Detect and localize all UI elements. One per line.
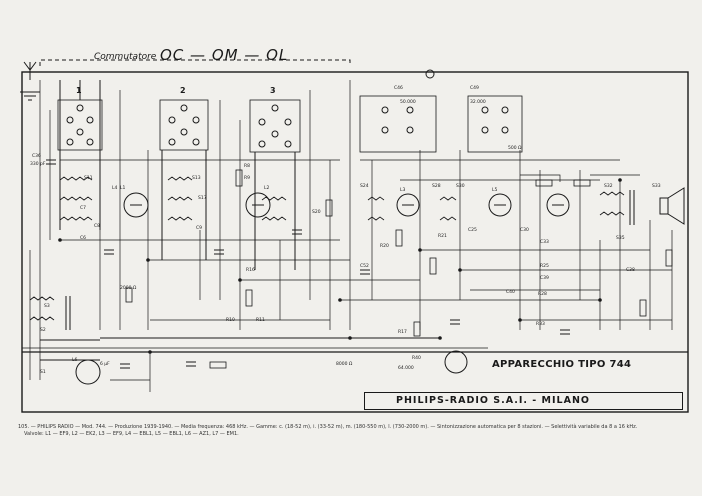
label-s28: S28 xyxy=(432,184,441,189)
tube-l3 xyxy=(396,193,420,217)
label-c33: C33 xyxy=(540,240,549,245)
switch-section-if xyxy=(359,69,523,153)
label-c40: C40 xyxy=(506,290,515,295)
footer-caption-line-2: Valvole: L1 — EF9, L2 — EK2, L3 — EF9, L… xyxy=(24,431,239,437)
label-s32: S32 xyxy=(604,184,613,189)
label-r40: R40 xyxy=(412,356,421,361)
label-r16: R16 xyxy=(246,268,255,273)
label-c36-value: 330 pF xyxy=(30,162,46,167)
tube-l6 xyxy=(75,359,101,385)
junctions xyxy=(58,178,622,354)
switch-number-3: 3 xyxy=(270,86,276,95)
label-c8: C8 xyxy=(94,224,101,229)
label-l1: L1 xyxy=(120,186,126,191)
label-c52: C52 xyxy=(360,264,369,269)
commutator-label: Commutatore xyxy=(94,52,157,62)
label-r21: R21 xyxy=(438,234,447,239)
label-s1: S1 xyxy=(40,370,46,375)
label-s11: S11 xyxy=(84,176,93,181)
value-500: 500 Ω xyxy=(508,146,522,151)
footer-caption-line-1: 105. — PHILIPS RADIO — Mod. 744. — Produ… xyxy=(18,424,638,430)
switch-section-1 xyxy=(57,80,103,230)
value-8000: 8000 Ω xyxy=(336,362,353,367)
antenna-symbol xyxy=(23,61,37,80)
label-r11: R11 xyxy=(256,318,265,323)
label-s3: S3 xyxy=(44,304,50,309)
label-c7: C7 xyxy=(80,206,87,211)
label-r20: R20 xyxy=(380,244,389,249)
switch-number-2: 2 xyxy=(180,86,186,95)
label-c9: C9 xyxy=(196,226,203,231)
label-r28: R28 xyxy=(538,292,547,297)
maker-box xyxy=(364,392,683,410)
label-s17: S17 xyxy=(198,196,207,201)
value-64000: 64.000 xyxy=(398,366,414,371)
switch-section-3 xyxy=(249,99,301,270)
tube-l2 xyxy=(245,192,271,218)
value-2000: 2000 Ω xyxy=(120,286,137,291)
label-s35: S35 xyxy=(616,236,625,241)
tubes xyxy=(75,192,570,385)
capacitors xyxy=(46,159,570,369)
label-s2: S2 xyxy=(40,328,46,333)
label-r17: R17 xyxy=(398,330,407,335)
label-c39: C39 xyxy=(540,276,549,281)
label-s13: S13 xyxy=(192,176,201,181)
tube-l5 xyxy=(546,193,570,217)
label-l6: L6 xyxy=(72,358,78,363)
label-r25: R25 xyxy=(540,264,549,269)
output-transformer xyxy=(629,187,685,225)
apparatus-title: APPARECCHIO TIPO 744 xyxy=(492,359,632,370)
label-c30: C30 xyxy=(520,228,529,233)
label-s30: S30 xyxy=(456,184,465,189)
label-l5: L5 xyxy=(492,188,498,193)
power-transformer xyxy=(29,296,100,361)
switch-number-1: 1 xyxy=(76,86,82,95)
label-l4: L4 xyxy=(112,186,118,191)
label-s24: S24 xyxy=(360,184,369,189)
label-r33: R33 xyxy=(536,322,545,327)
commutator-bracket xyxy=(39,59,351,66)
label-r8: R8 xyxy=(244,164,250,169)
value-50000: 50.000 xyxy=(400,100,416,105)
wiring xyxy=(29,80,673,392)
label-c38: C38 xyxy=(626,268,635,273)
value-6uf: 6 μF xyxy=(100,362,110,367)
label-s20: S20 xyxy=(312,210,321,215)
label-c25: C25 xyxy=(468,228,477,233)
maker-label: PHILIPS-RADIO S.A.I. - MILANO xyxy=(396,395,590,406)
label-c49: C49 xyxy=(470,86,479,91)
schematic-frame xyxy=(21,71,689,413)
tube-l7 xyxy=(444,350,468,374)
resistors xyxy=(125,169,673,369)
label-l3: L3 xyxy=(400,188,406,193)
label-c36: C36 xyxy=(32,154,41,159)
tube-l4b xyxy=(488,193,512,217)
switch-section-2 xyxy=(159,99,209,260)
label-s33: S33 xyxy=(652,184,661,189)
label-r9: R9 xyxy=(244,176,250,181)
label-c46: C46 xyxy=(394,86,403,91)
label-r10: R10 xyxy=(226,318,235,323)
band-selector-label: OC — OM — OL xyxy=(160,46,289,64)
coils xyxy=(59,176,625,221)
label-l2: L2 xyxy=(264,186,270,191)
value-32000: 32.000 xyxy=(470,100,486,105)
label-c6: C6 xyxy=(80,236,87,241)
